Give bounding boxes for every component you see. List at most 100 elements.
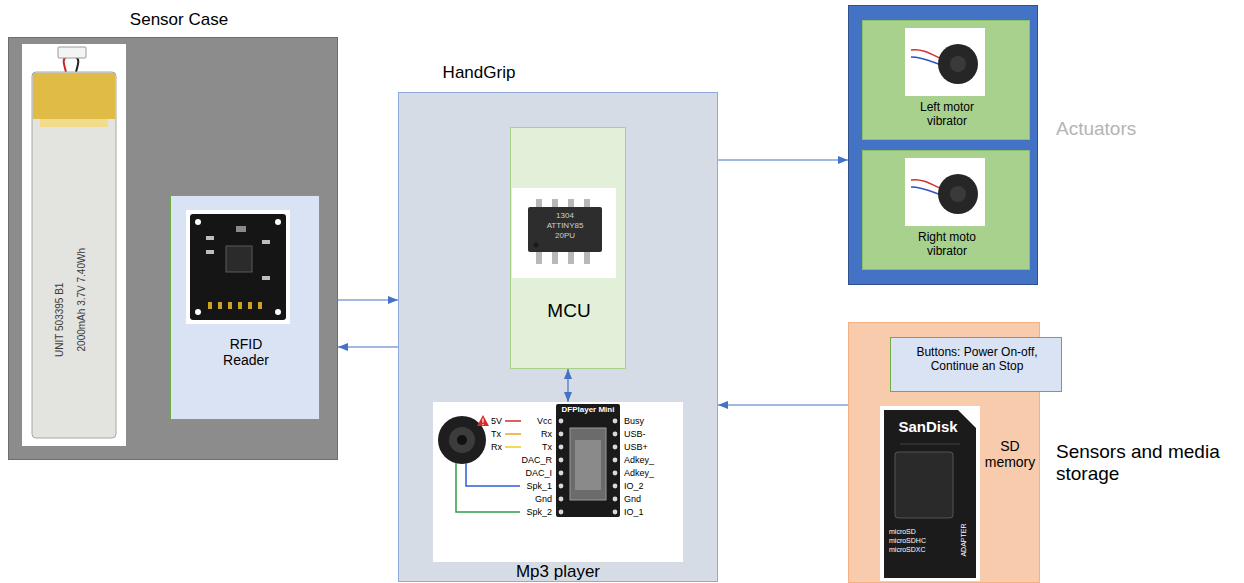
- pin-name: Busy: [624, 416, 644, 426]
- mp3-module-figure: [505, 446, 521, 448]
- mp3-module-figure: [613, 458, 618, 463]
- mp3-module-figure: [559, 419, 564, 424]
- signal-name: Tx: [491, 429, 501, 439]
- mp3-module-figure: [433, 402, 683, 562]
- pin-name: IO_1: [624, 507, 644, 517]
- chip-marking: ATTINY85: [547, 221, 584, 230]
- actuator-label: Right moto vibrator: [903, 231, 991, 259]
- text-slot: Sensor Case: [49, 10, 309, 30]
- vibrator-photo: [905, 158, 985, 226]
- text-slot: MCU: [515, 300, 623, 322]
- sd-card-photo: [900, 444, 960, 445]
- rfid-board-photo: [206, 236, 214, 240]
- text-slot: Sensors and media storage: [1056, 441, 1226, 485]
- pin-name: USB+: [624, 442, 648, 452]
- group-heading: Actuators: [1056, 118, 1136, 140]
- signal-name: Rx: [491, 442, 502, 452]
- text-slot: Spk_2: [510, 507, 552, 517]
- sd-card-photo: [884, 410, 976, 578]
- panel-heading: Sensor Case: [130, 10, 228, 30]
- card-marking: microSDHC: [889, 537, 926, 545]
- chip-marking: 1304: [556, 211, 574, 220]
- mp3-module-figure: [559, 510, 564, 515]
- text-slot: Right moto vibrator: [903, 231, 991, 259]
- sd-card-photo: [895, 452, 953, 518]
- rfid-board-photo: [208, 302, 212, 309]
- mcu-chip-photo: [536, 250, 542, 264]
- text-slot: Left motor vibrator: [903, 101, 991, 129]
- text-slot: Vcc: [510, 416, 552, 426]
- text-slot: microSDHC: [889, 537, 949, 545]
- rfid-board-photo: [195, 219, 201, 225]
- text-slot: HandGrip: [419, 63, 539, 83]
- signal-name: 5V: [491, 416, 502, 426]
- actuator-label: Left motor vibrator: [903, 101, 991, 129]
- mp3-module-figure: [505, 433, 521, 435]
- card-marking: microSD: [889, 528, 916, 536]
- mp3-module-figure: [482, 419, 483, 423]
- text-slot: Gnd: [510, 494, 552, 504]
- pin-name: Adkey_: [624, 455, 654, 465]
- rfid-board-photo: [226, 246, 252, 272]
- mp3-module-figure: [570, 428, 606, 500]
- text-slot: Rx: [491, 442, 505, 452]
- text-slot: 2000mAh 3.7V 7.40Wh: [76, 200, 88, 400]
- text-slot: microSD: [889, 528, 949, 536]
- text-slot: Tx: [510, 442, 552, 452]
- text-slot: SanDisk: [886, 418, 970, 435]
- mp3-module-figure: [466, 463, 520, 486]
- mcu-chip-photo: [512, 188, 616, 278]
- sd-card-photo: [880, 406, 980, 581]
- mcu-chip-photo: [568, 250, 574, 264]
- rfid-board-photo: [218, 302, 222, 309]
- text-slot: ATTINY85: [530, 221, 600, 230]
- mp3-module-figure: [559, 458, 564, 463]
- rfid-board-photo: [236, 226, 246, 232]
- pin-name: DAC_R: [521, 455, 552, 465]
- mp3-module-figure: [456, 463, 520, 512]
- text-slot: SD memory: [981, 438, 1039, 470]
- text-slot: UNIT 503395 B1: [54, 220, 66, 420]
- battery-photo: [64, 57, 66, 72]
- group-heading: Sensors and media storage: [1056, 441, 1226, 485]
- mp3-module-figure: [613, 445, 618, 450]
- connector-arrow: [338, 299, 398, 300]
- mp3-module-figure: [559, 432, 564, 437]
- panel-heading: HandGrip: [443, 63, 516, 83]
- mp3-module-figure: [433, 402, 683, 562]
- text-slot: DAC_I: [510, 468, 552, 478]
- text-slot: Busy: [624, 416, 680, 426]
- text-slot: USB-: [624, 429, 680, 439]
- text-slot: DFPlayer Mini: [556, 405, 620, 414]
- card-marking: ADAPTER: [960, 523, 968, 556]
- vibrator-photo: [938, 44, 978, 84]
- connector-arrow: [567, 369, 568, 402]
- pin-name: USB-: [624, 429, 646, 439]
- mp3-module-figure: [575, 440, 601, 490]
- mp3-module-figure: [559, 471, 564, 476]
- rfid-board-photo: [262, 276, 270, 280]
- mp3-module-figure: [477, 415, 489, 426]
- mp3-module-figure: [449, 427, 475, 453]
- rfid-board-photo: [258, 302, 262, 309]
- mp3-module-figure: [613, 419, 618, 424]
- text-slot: Adkey_: [624, 455, 680, 465]
- mcu-chip-photo: [534, 243, 539, 248]
- text-slot: Spk_1: [510, 481, 552, 491]
- text-slot: USB+: [624, 442, 680, 452]
- connector-arrow: [338, 346, 398, 347]
- mp3-module-figure: [559, 484, 564, 489]
- part-label: SD memory: [981, 438, 1039, 470]
- rfid-board-photo: [195, 309, 201, 315]
- battery-photo: [40, 119, 108, 127]
- mcu-chip-photo: [512, 188, 616, 278]
- text-slot: microSDXC: [889, 546, 949, 554]
- button-box: Buttons: Power On-off, Continue an Stop: [890, 337, 1062, 392]
- module-title: DFPlayer Mini: [562, 405, 615, 414]
- pin-name: DAC_I: [525, 468, 552, 478]
- text-slot: 1304: [540, 211, 590, 220]
- sd-card-photo: [880, 406, 980, 581]
- battery-photo: [32, 72, 116, 438]
- mp3-module-figure: [505, 420, 521, 422]
